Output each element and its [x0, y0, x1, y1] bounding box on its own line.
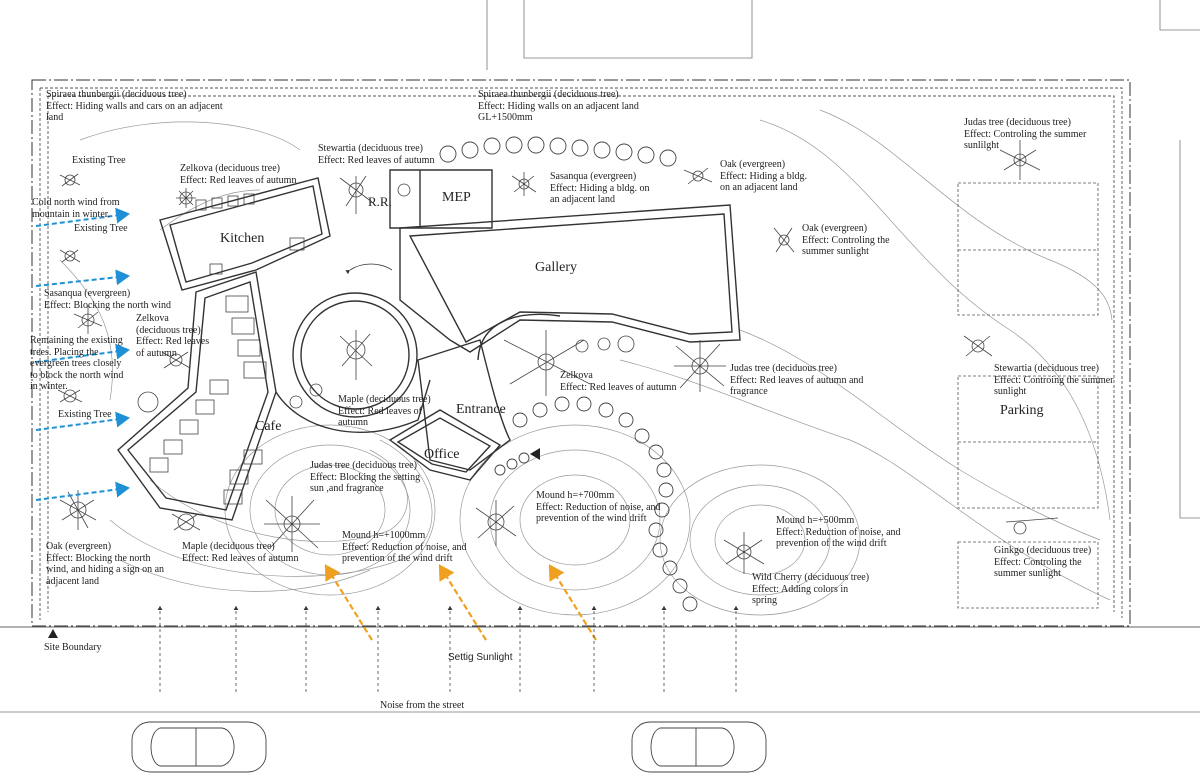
sunlight-arrows — [324, 564, 597, 641]
room-rr: R.R. — [368, 194, 392, 209]
label-cold-wind: Cold north wind from mountain in winter. — [32, 197, 120, 220]
tree-judas-east — [674, 340, 726, 392]
tree-maple-cafe — [339, 330, 373, 380]
tree-existing-3 — [57, 389, 83, 403]
room-cafe: Cafe — [255, 419, 282, 434]
room-parking: Parking — [1000, 403, 1044, 418]
label-mound-500: Mound h=+500mm Effect: Reduction of nois… — [776, 515, 901, 549]
room-office: Office — [424, 447, 460, 462]
tree-oak-east — [773, 227, 795, 253]
stepping-stones-north — [439, 136, 677, 167]
tree-stewartia-north — [339, 175, 373, 214]
tree-existing-2 — [59, 249, 81, 263]
label-mound-1000: Mound h=+1000mm Effect: Reduction of noi… — [342, 530, 467, 564]
tree-zelkova-west — [73, 306, 103, 334]
tree-sasanqua-north — [511, 172, 537, 196]
label-zelkova-west: Zelkova (deciduous tree) Effect: Red lea… — [136, 313, 210, 359]
label-ginkgo: Ginkgo (deciduous tree) Effect: Controli… — [994, 545, 1092, 579]
label-oak-sw: Oak (evergreen) Effect: Blocking the nor… — [46, 541, 165, 587]
label-mound-700: Mound h=+700mm Effect: Reduction of nois… — [536, 490, 661, 524]
tree-ginkgo — [1005, 517, 1059, 535]
label-zelkova-kitchen: Zelkova (deciduous tree) Effect: Red lea… — [180, 163, 297, 186]
room-gallery: Gallery — [535, 260, 577, 275]
tree-oak-sw — [59, 490, 97, 530]
label-sasanqua-west: Sasanqua (evergreen) Effect: Blocking th… — [44, 288, 172, 311]
label-sasanqua-north: Sasanqua (evergreen) Effect: Hiding a bl… — [550, 171, 650, 205]
door-arrow — [345, 263, 393, 275]
site-boundary — [31, 79, 1131, 627]
car-right — [631, 721, 767, 773]
label-spiraea-north: Spiraea thunbergii (deciduous tree) Effe… — [478, 89, 639, 123]
label-existing-2: Existing Tree — [74, 223, 128, 234]
trees — [57, 140, 1059, 574]
building — [117, 169, 741, 521]
label-noise: Noise from the street — [380, 700, 465, 711]
entrance-markers — [48, 448, 540, 638]
label-setting-sunlight: Settig Sunlight — [448, 652, 513, 663]
tree-judas-ne — [999, 140, 1041, 180]
label-oak-east: Oak (evergreen) Effect: Controling the s… — [802, 223, 890, 257]
label-existing-3: Existing Tree — [58, 409, 112, 420]
room-kitchen: Kitchen — [220, 231, 265, 246]
room-entrance: Entrance — [456, 402, 506, 417]
tree-existing-1 — [59, 173, 81, 187]
furniture — [137, 183, 635, 505]
noise-lines — [157, 606, 739, 692]
tree-mound-700 — [475, 500, 517, 546]
label-maple-south: Maple (deciduous tree) Effect: Red leave… — [182, 541, 299, 564]
label-oak-north: Oak (evergreen) Effect: Hiding a bldg. o… — [720, 159, 808, 193]
tree-stewartia-east — [963, 335, 993, 357]
context-lines — [0, 0, 1200, 713]
label-wild-cherry: Wild Cherry (deciduous tree) Effect: Add… — [752, 572, 870, 606]
label-stewartia-east: Stewartia (deciduous tree) Effect: Contr… — [994, 363, 1114, 397]
contours — [59, 109, 1113, 616]
label-spiraea-west: Spiraea thunbergii (deciduous tree) Effe… — [46, 89, 223, 123]
label-stewartia-north: Stewartia (deciduous tree) Effect: Red l… — [318, 143, 435, 166]
label-judas-ne: Judas tree (deciduous tree) Effect: Cont… — [964, 117, 1087, 151]
tree-spiraea-kitchen — [176, 188, 196, 208]
tree-oak-north — [683, 167, 713, 185]
car-left — [131, 721, 267, 773]
tree-maple-south — [171, 513, 201, 531]
label-existing-1: Existing Tree — [72, 155, 126, 166]
room-mep: MEP — [442, 190, 471, 205]
label-judas-east: Judas tree (deciduous tree) Effect: Red … — [730, 363, 864, 397]
tree-zelkova-entrance — [503, 330, 591, 396]
label-judas-south: Judas tree (deciduous tree) Effect: Bloc… — [310, 460, 421, 494]
label-zelkova-entrance: Zelkova Effect: Red leaves of autumn — [560, 370, 677, 393]
label-site-boundary: Site Boundary — [44, 642, 102, 653]
tree-judas-south — [264, 496, 320, 552]
label-maple-cafe: Maple (deciduous tree) Effect: Red leave… — [338, 394, 431, 428]
parking-stalls — [957, 182, 1099, 609]
hedges — [39, 87, 1123, 620]
tree-wild-cherry — [723, 532, 765, 574]
label-remaining: Remaining the existing trees. Placing th… — [30, 335, 124, 392]
tree-zelkova-kitchen — [161, 351, 191, 369]
stepping-stones-south — [494, 396, 698, 612]
